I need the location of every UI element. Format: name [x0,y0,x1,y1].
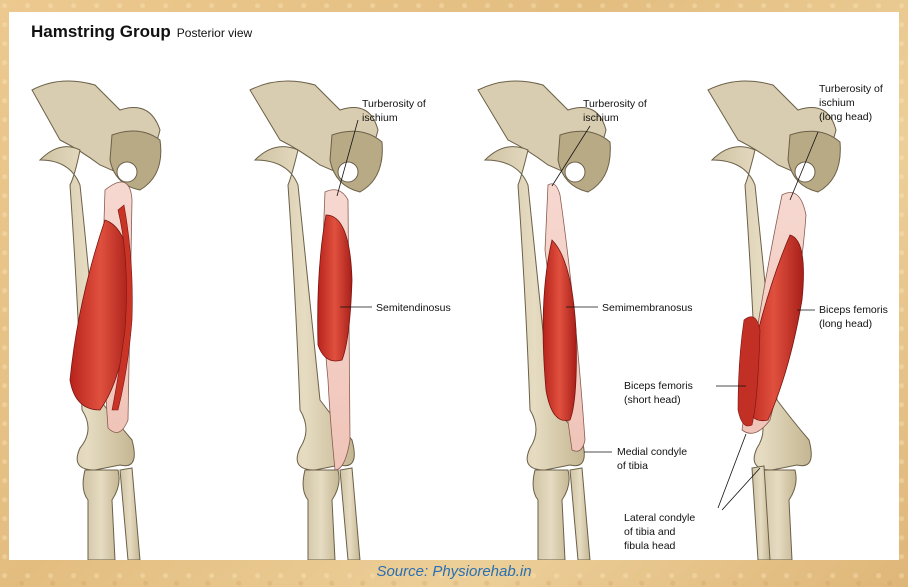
label-turberosity-3-line1: Turberosity of [583,98,647,110]
ischium-3 [558,131,610,192]
fibula-2 [340,468,360,560]
label-lateral-condyle-line1: Lateral condyle [624,512,695,524]
label-biceps-short-line2: (short head) [624,394,681,406]
label-medial-condyle-line2: of tibia [617,460,648,472]
ischium-1 [110,131,161,190]
obturator-4 [795,162,815,182]
leg-semitendinosus: Turberosity of ischium Semitendinosus [250,81,451,560]
label-semitendinosus: Semitendinosus [376,302,451,314]
obturator-3 [565,162,585,182]
label-medial-condyle-line1: Medial condyle [617,446,687,458]
semitendinosus-belly-2 [318,215,352,361]
obturator-2 [338,162,358,182]
tibia-2 [303,470,339,560]
fibula-1 [120,468,140,560]
label-lateral-condyle-line2: of tibia and [624,526,676,538]
source-caption: Source: Physiorehab.in [0,563,908,580]
label-biceps-long-line2: (long head) [819,318,872,330]
ischium-2 [330,131,382,192]
tibia-1 [83,470,119,560]
tibia-3 [533,470,569,560]
label-turberosity-4-line3: (long head) [819,111,872,123]
fibula-3 [570,468,590,560]
label-turberosity-2-line1: Turberosity of [362,98,426,110]
leader-line-4d [718,434,746,508]
leg-semimembranosus: Turberosity of ischium Semimembranosus M… [478,81,692,560]
label-biceps-short-line1: Biceps femoris [624,380,693,392]
hamstring-illustration: Turberosity of ischium Semitendinosus Tu… [0,0,908,560]
obturator-1 [117,162,137,182]
leg-biceps-femoris: Turberosity of ischium (long head) Bicep… [624,81,888,560]
semimembranosus-belly-3 [543,240,576,421]
label-semimembranosus: Semimembranosus [602,302,692,314]
label-turberosity-3-line2: ischium [583,112,619,124]
leg-full-group [32,81,161,560]
label-biceps-long-line1: Biceps femoris [819,304,888,316]
label-lateral-condyle-line3: fibula head [624,540,676,552]
label-turberosity-4-line1: Turberosity of [819,83,883,95]
label-turberosity-4-line2: ischium [819,97,855,109]
label-turberosity-2-line2: ischium [362,112,398,124]
